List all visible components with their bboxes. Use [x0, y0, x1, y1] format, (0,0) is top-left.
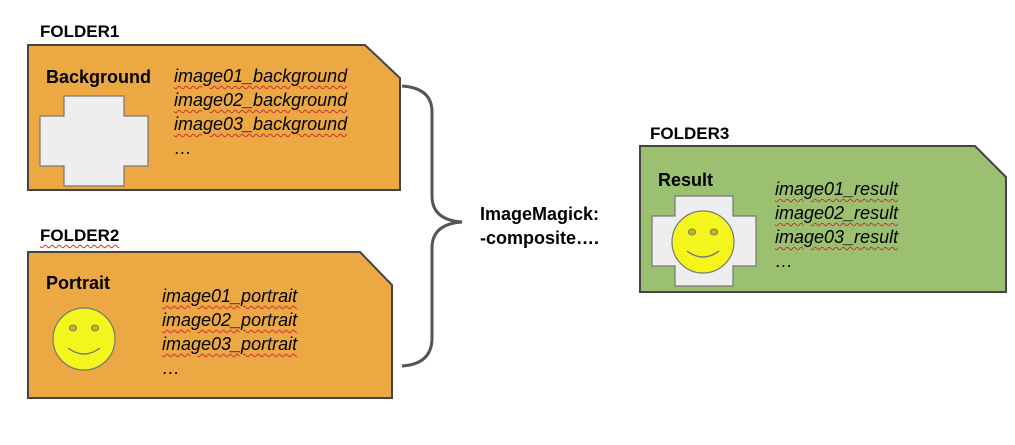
folder1-file-3: image03_background [174, 114, 348, 134]
folder2-panel [27, 251, 393, 399]
folder1-file-ellipsis: … [174, 138, 192, 158]
portrait-smiley-icon [52, 307, 116, 371]
operation-line-1: ImageMagick: [480, 204, 600, 224]
folder2-label: Portrait [46, 273, 111, 293]
folder1-file-2: image02_background [174, 90, 348, 110]
folder3-file-2: image02_result [775, 203, 899, 223]
folder3-label: Result [658, 170, 714, 190]
folder3-file-ellipsis: … [775, 251, 793, 271]
folder3-file-3: image03_result [775, 227, 899, 247]
background-cross-icon [39, 95, 149, 187]
folder1-file-1: image01_background [174, 66, 348, 86]
folder2-title: FOLDER2 [40, 226, 120, 245]
folder2-file-3: image03_portrait [162, 334, 298, 354]
folder1-title: FOLDER1 [40, 22, 120, 41]
result-smiley-icon [671, 210, 735, 274]
folder2-file-2: image02_portrait [162, 310, 298, 330]
folder2-file-1: image01_portrait [162, 286, 298, 306]
folder3-file-1: image01_result [775, 179, 899, 199]
operation-line-2: -composite…. [480, 228, 600, 248]
folder3-title: FOLDER3 [650, 124, 730, 143]
folder1-label: Background [46, 67, 152, 87]
folder2-file-ellipsis: … [162, 358, 180, 378]
merge-brace [401, 84, 463, 368]
